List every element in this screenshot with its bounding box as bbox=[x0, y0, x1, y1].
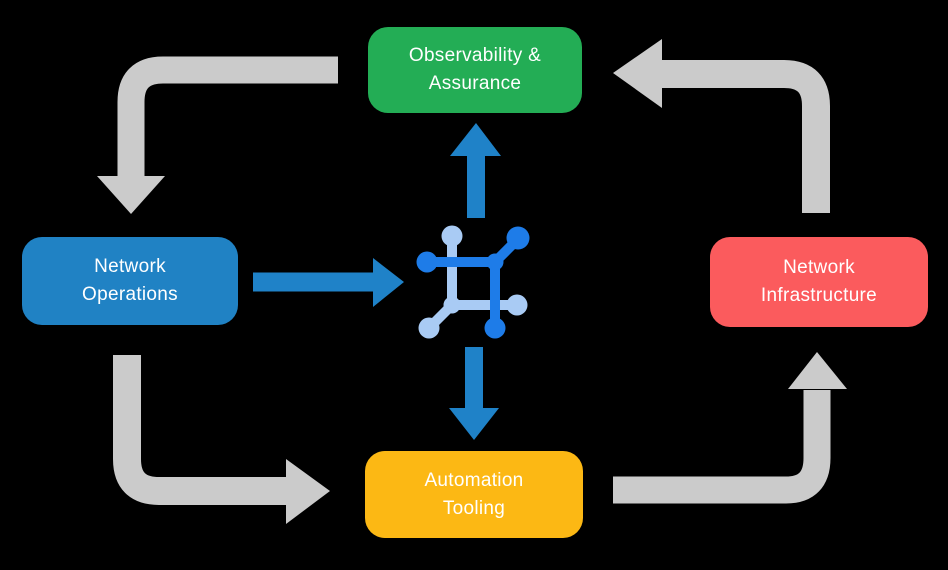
node-automation-tooling-label: Automation Tooling bbox=[424, 469, 524, 519]
node-observability-assurance-label: Observability & Assurance bbox=[408, 45, 542, 94]
arrow-operations-to-center bbox=[253, 258, 404, 307]
arrow-infrastructure-to-observability bbox=[613, 39, 830, 213]
arrow-operations-to-automation bbox=[113, 355, 330, 524]
node-network-infrastructure-label: Network Infrastructure bbox=[760, 257, 878, 306]
arrow-automation-to-infrastructure bbox=[613, 352, 847, 504]
network-mesh-icon bbox=[416, 225, 530, 339]
arrow-center-to-automation bbox=[449, 347, 499, 440]
node-observability-assurance: Observability & Assurance bbox=[368, 27, 582, 113]
arrow-center-to-observability bbox=[450, 123, 501, 218]
node-network-operations-label: Network Operations bbox=[82, 256, 178, 305]
node-automation-tooling: Automation Tooling bbox=[365, 451, 583, 538]
node-network-infrastructure: Network Infrastructure bbox=[710, 237, 928, 327]
node-network-operations: Network Operations bbox=[22, 237, 238, 325]
arrow-observability-to-operations bbox=[97, 56, 338, 214]
